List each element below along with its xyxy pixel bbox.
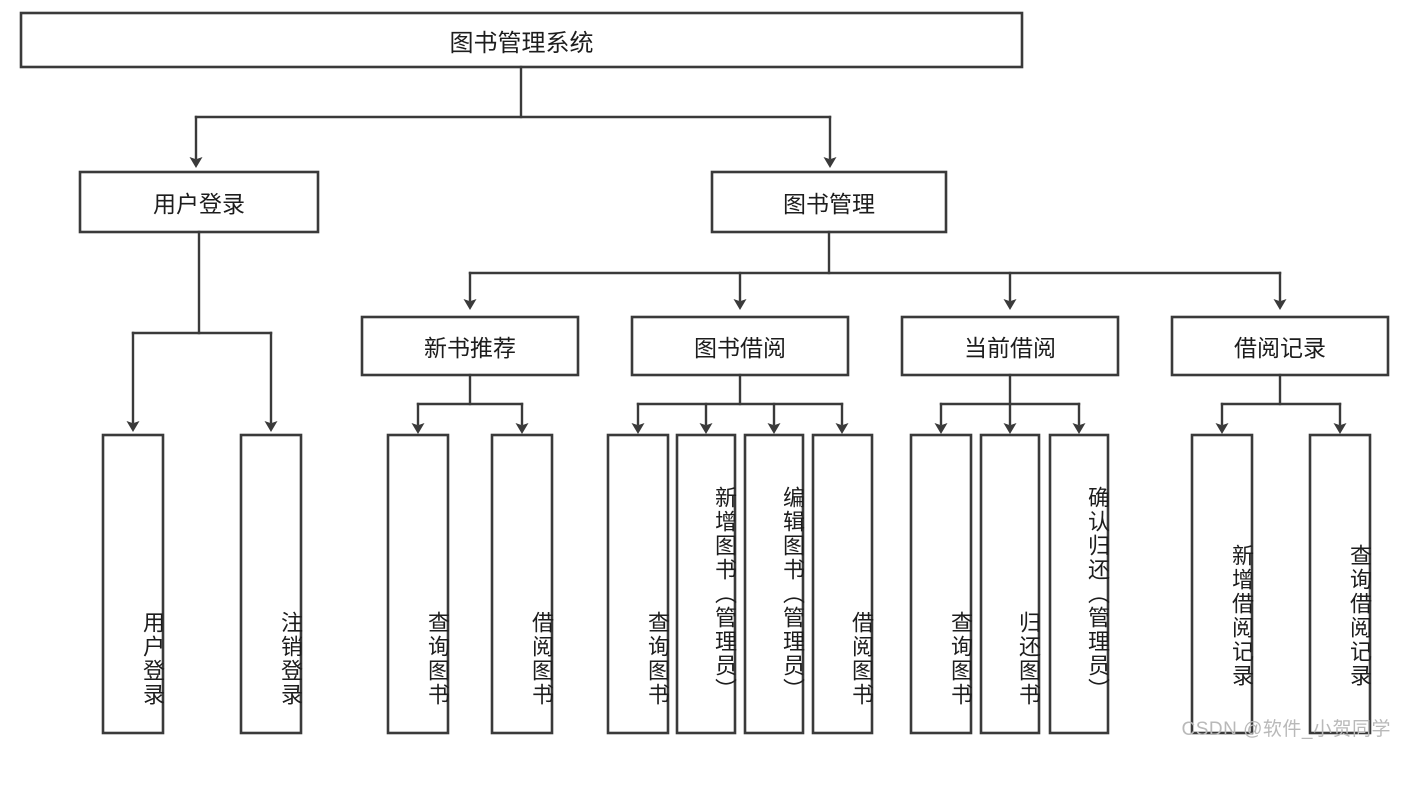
node-leaf-borrow-book-1-box[interactable] [490, 433, 554, 735]
node-book-manage-box[interactable] [710, 170, 948, 234]
node-borrow-record-box[interactable] [1170, 315, 1390, 377]
node-leaf-add-record-box[interactable] [1190, 433, 1254, 735]
node-leaf-borrow-book-2-box[interactable] [811, 433, 874, 735]
node-leaf-user-login-box[interactable] [101, 433, 165, 735]
node-book-borrow-box[interactable] [630, 315, 850, 377]
node-leaf-logout-box[interactable] [239, 433, 303, 735]
node-new-book-box[interactable] [360, 315, 580, 377]
node-leaf-query-book-1-box[interactable] [386, 433, 450, 735]
watermark-text: CSDN @软件_小贺同学 [1181, 719, 1391, 740]
flowchart-canvas: 图书管理系统 用户登录 图书管理 新书推荐 图书借阅 当前借阅 借阅记录 用户登… [19, 11, 1391, 740]
node-leaf-edit-book-box[interactable] [743, 433, 805, 735]
node-leaf-query-book-2-box[interactable] [606, 433, 670, 735]
node-current-borrow-box[interactable] [900, 315, 1120, 377]
node-root-box[interactable] [19, 11, 1024, 69]
node-leaf-query-book-3-box[interactable] [909, 433, 973, 735]
flowchart-svg [19, 11, 1390, 735]
node-leaf-confirm-return-box[interactable] [1048, 433, 1110, 735]
node-leaf-return-book-box[interactable] [979, 433, 1041, 735]
node-user-login-box[interactable] [78, 170, 320, 234]
node-leaf-query-record-box[interactable] [1308, 433, 1372, 735]
node-leaf-add-book-box[interactable] [675, 433, 737, 735]
